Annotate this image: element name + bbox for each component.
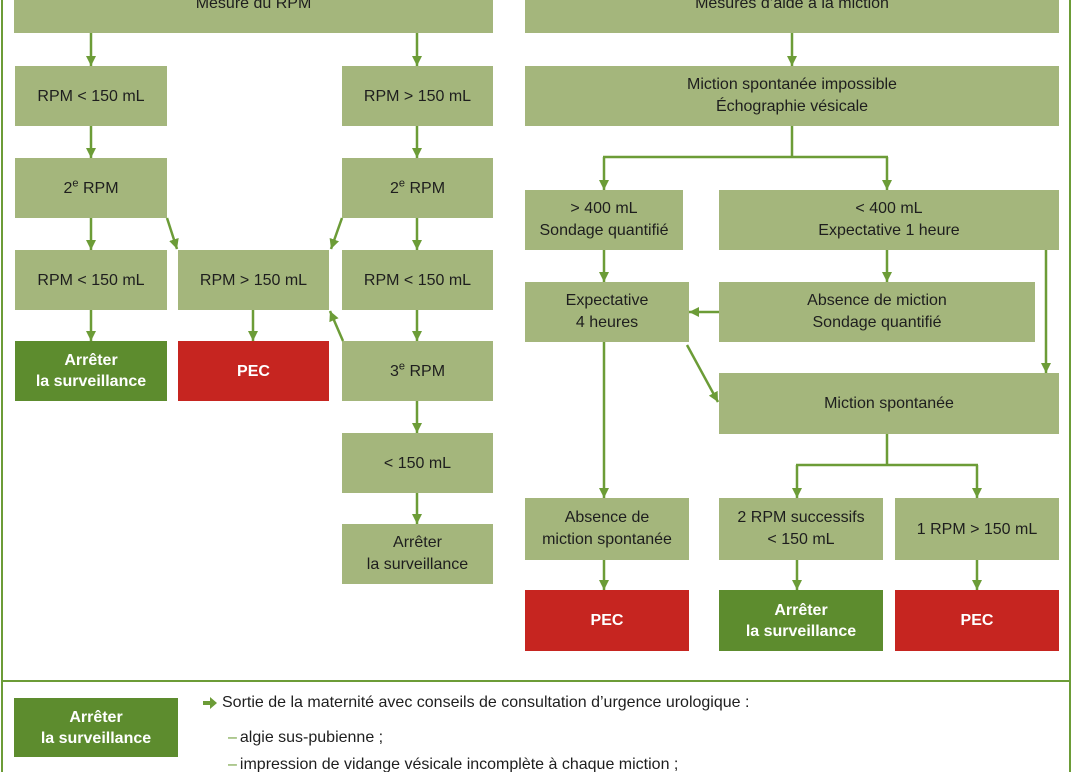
flowchart-frame [1, 0, 1071, 682]
node-label: Miction spontanée [824, 395, 954, 412]
legend-bullet-item: –impression de vidange vésicale incomplè… [228, 757, 678, 772]
node-rpm-above-150-right: RPM > 150 mL [342, 66, 493, 126]
node-one-rpm-above-150: 1 RPM > 150 mL [895, 498, 1059, 560]
node-no-spontaneous-voiding: Absence de miction spontanée [525, 498, 689, 560]
legend-bullet-item: –algie sus-pubienne ; [228, 729, 383, 747]
node-second-rpm-left: 2e RPM [15, 158, 167, 218]
node-label-line2: miction spontanée [542, 531, 672, 548]
node-label-line2: la surveillance [366, 556, 469, 573]
node-label-line2: Expectative 1 heure [818, 222, 960, 239]
node-no-voiding-catheter: Absence de miction Sondage quantifié [719, 282, 1035, 342]
node-below-150: < 150 mL [342, 433, 493, 493]
node-stop-monitoring-left: Arrêter la surveillance [15, 341, 167, 401]
ordinal-suffix: e [72, 177, 79, 190]
bullet-dash: – [228, 729, 237, 746]
node-label: PEC [237, 362, 270, 380]
node-label-line2: Échographie vésicale [715, 98, 869, 115]
node-label: RPM < 150 mL [37, 87, 145, 105]
node-pec-right-1: PEC [525, 590, 689, 651]
header-label: Mesures d’aide à la miction [695, 0, 889, 12]
node-label-line1: Expectative [565, 292, 649, 309]
node-label: < 150 mL [383, 454, 452, 472]
ordinal-suffix: e [398, 360, 406, 373]
node-above-400: > 400 mL Sondage quantifié [525, 190, 683, 250]
node-stop-monitoring-right-chart: Arrêter la surveillance [719, 590, 883, 651]
node-label: 3e RPM [390, 361, 445, 382]
ordinal-number: 2 [389, 179, 399, 197]
rpm-text: RPM [405, 179, 446, 197]
node-third-rpm: 3e RPM [342, 341, 493, 401]
node-label: RPM < 150 mL [37, 271, 145, 289]
node-label-line2: la surveillance [35, 373, 147, 390]
bullet-dash: – [228, 756, 237, 772]
rpm-text: RPM [78, 179, 119, 197]
node-label-line1: Absence de [564, 509, 650, 526]
header-voiding-aid: Mesures d’aide à la miction [525, 0, 1059, 33]
legend-intro-text: Sortie de la maternité avec conseils de … [222, 694, 750, 711]
node-label-line2: Sondage quantifié [812, 314, 942, 331]
node-rpm-below-150-left-2: RPM < 150 mL [15, 250, 167, 310]
node-spontaneous-voiding: Miction spontanée [719, 373, 1059, 434]
node-label-line2: < 150 mL [767, 531, 835, 548]
node-pec-right-2: PEC [895, 590, 1059, 651]
node-two-rpm-below-150: 2 RPM successifs < 150 mL [719, 498, 883, 560]
node-label-line1: Absence de miction [807, 292, 947, 309]
node-label-line2: 4 heures [575, 314, 639, 331]
legend-box-line1: Arrêter [69, 708, 123, 726]
arrow-right-icon [203, 697, 217, 709]
node-rpm-above-150-middle: RPM > 150 mL [178, 250, 329, 310]
node-label: RPM > 150 mL [199, 271, 308, 289]
ordinal-suffix: e [398, 177, 406, 190]
node-label: PEC [960, 612, 994, 629]
node-label: 1 RPM > 150 mL [916, 520, 1038, 538]
node-label: 2e RPM [63, 178, 118, 199]
node-label: 2e RPM [390, 178, 445, 199]
rpm-text: RPM [405, 362, 446, 380]
node-label-line2: Sondage quantifié [539, 222, 669, 239]
node-pec-middle: PEC [178, 341, 329, 401]
node-rpm-below-150-right: RPM < 150 mL [342, 250, 493, 310]
node-label: RPM > 150 mL [363, 87, 472, 105]
node-label: PEC [590, 612, 624, 629]
node-wait-4-hours: Expectative 4 heures [525, 282, 689, 342]
node-spontaneous-voiding-impossible: Miction spontanée impossible Échographie… [525, 66, 1059, 126]
node-below-400: < 400 mL Expectative 1 heure [719, 190, 1059, 250]
legend-item-text: algie sus-pubienne ; [239, 729, 384, 746]
header-rpm-measure: Mesure du RPM [14, 0, 493, 33]
node-label-line1: Arrêter [64, 352, 118, 369]
ordinal-number: 2 [63, 179, 73, 197]
node-label-line1: Arrêter [774, 601, 828, 619]
node-stop-monitoring-right: Arrêter la surveillance [342, 524, 493, 584]
legend-item-text: impression de vidange vésicale incomplèt… [239, 756, 679, 772]
node-label: RPM < 150 mL [363, 271, 472, 289]
legend-box-line2: la surveillance [40, 729, 152, 747]
legend-stop-monitoring-box: Arrêter la surveillance [14, 698, 178, 757]
node-label-line2: la surveillance [745, 622, 857, 640]
legend-intro: Sortie de la maternité avec conseils de … [222, 694, 749, 712]
node-label-line1: 2 RPM successifs [737, 509, 865, 526]
ordinal-number: 3 [389, 362, 399, 380]
node-label-line1: < 400 mL [855, 200, 923, 217]
node-rpm-below-150-left: RPM < 150 mL [15, 66, 167, 126]
legend-frame [1, 680, 1071, 772]
header-label: Mesure du RPM [195, 0, 312, 12]
node-label-line1: Arrêter [393, 534, 442, 551]
node-label-line1: Miction spontanée impossible [687, 76, 897, 93]
node-second-rpm-right: 2e RPM [342, 158, 493, 218]
node-label-line1: > 400 mL [570, 200, 638, 217]
